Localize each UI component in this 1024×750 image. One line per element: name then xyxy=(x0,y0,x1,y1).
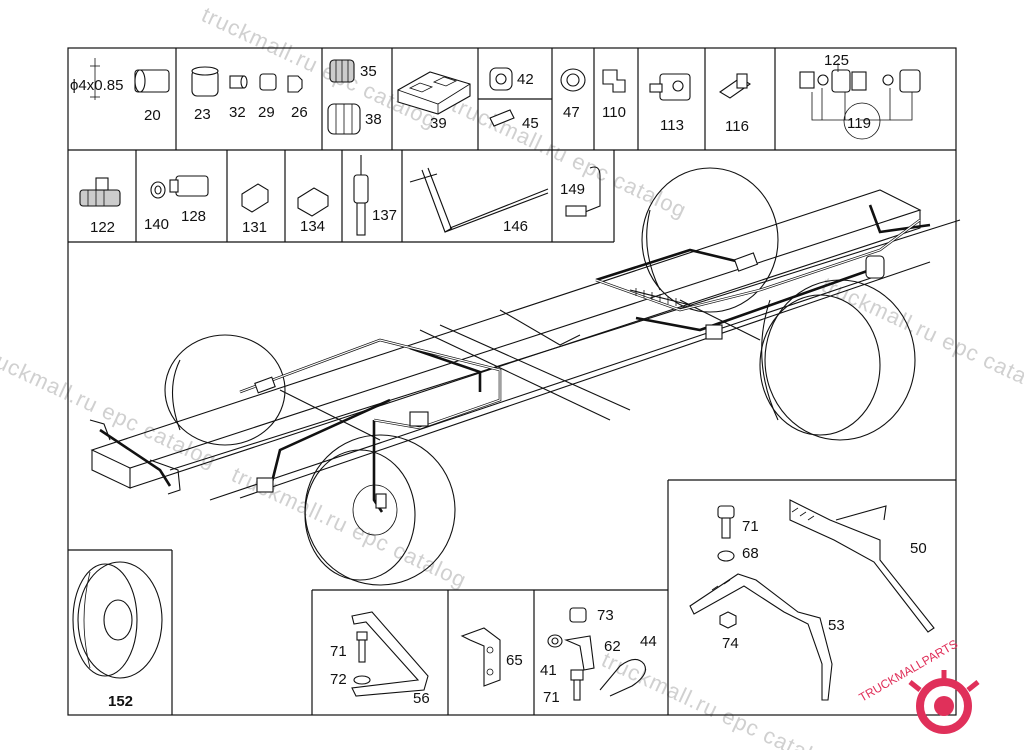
callout-134: 134 xyxy=(300,218,325,235)
callout-146: 146 xyxy=(503,218,528,235)
callout-29: 29 xyxy=(258,104,275,121)
callout-42: 42 xyxy=(517,71,534,88)
part-pipe-20 xyxy=(90,58,170,100)
callout-32: 32 xyxy=(229,104,246,121)
watermark-text: truckmall.ru epc catalog xyxy=(598,647,841,750)
callout-119: 119 xyxy=(847,115,871,132)
callout-74: 74 xyxy=(722,635,739,652)
part-bracket-53 xyxy=(689,573,833,701)
part-fitting-134 xyxy=(297,187,329,217)
watermark-text: truckmall.ru epc catalog xyxy=(818,272,1024,403)
callout-137: 137 xyxy=(372,207,397,224)
callout-73: 73 xyxy=(597,607,614,624)
truckmallparts-logo: TRUCKMALLPARTS xyxy=(857,637,980,734)
part-grommet-47 xyxy=(560,68,586,92)
part-block-113 xyxy=(649,73,691,101)
callout-47: 47 xyxy=(563,104,580,121)
callout-65: 65 xyxy=(506,652,523,669)
part-bracket-146 xyxy=(409,167,549,233)
watermark-text: truckmall.ru epc catalog xyxy=(0,342,221,473)
callout-39: 39 xyxy=(430,115,447,132)
callout-38: 38 xyxy=(365,111,382,128)
part-elbow-110 xyxy=(602,69,626,93)
callout-68: 68 xyxy=(742,545,759,562)
callout-20: 20 xyxy=(144,107,161,124)
callout-122: 122 xyxy=(90,219,115,236)
callout-35: 35 xyxy=(360,63,377,80)
part-valve-122 xyxy=(79,177,121,207)
callout-131: 131 xyxy=(242,219,267,236)
part-clip-39 xyxy=(397,71,471,115)
callout-56: 56 xyxy=(413,690,430,707)
callout-71-middle: 71 xyxy=(543,689,560,706)
callout-45: 45 xyxy=(522,115,539,132)
chassis-drawing xyxy=(89,167,961,586)
pipe-spec-label: ϕ4x0.85 xyxy=(70,77,123,94)
callout-113: 113 xyxy=(660,117,684,134)
callout-125: 125 xyxy=(824,52,849,69)
callout-50: 50 xyxy=(910,540,927,557)
callout-53: 53 xyxy=(828,617,845,634)
callout-149: 149 xyxy=(560,181,585,198)
callout-44: 44 xyxy=(640,633,657,650)
part-clip-set xyxy=(547,607,647,701)
callout-72: 72 xyxy=(330,671,347,688)
part-clamp-149 xyxy=(565,166,601,217)
callout-152: 152 xyxy=(108,693,133,710)
callout-140: 140 xyxy=(144,216,169,233)
callout-41: 41 xyxy=(540,662,557,679)
part-tire-152 xyxy=(72,561,163,679)
callout-71-left: 71 xyxy=(330,643,347,660)
part-fasteners-71-68-74 xyxy=(717,505,737,629)
callout-128: 128 xyxy=(181,208,206,225)
callout-110: 110 xyxy=(602,104,626,121)
part-connector-116 xyxy=(718,73,752,99)
part-bracket-65 xyxy=(460,627,501,687)
diagram-frame xyxy=(67,47,957,716)
callout-116: 116 xyxy=(725,118,749,135)
part-assembly-125-119 xyxy=(799,63,921,140)
part-fittings-23-32-29-26 xyxy=(191,66,303,97)
part-fitting-131 xyxy=(241,183,269,213)
callout-26: 26 xyxy=(291,104,308,121)
part-bracket-50 xyxy=(789,499,935,633)
callout-62: 62 xyxy=(604,638,621,655)
part-grommets-35-38 xyxy=(327,59,361,135)
part-sleeves-42-45 xyxy=(489,67,515,127)
callout-71-right: 71 xyxy=(742,518,759,535)
part-sensor-137 xyxy=(353,155,369,236)
part-nut-140-128 xyxy=(150,175,209,199)
part-bracket-56 xyxy=(351,611,429,697)
callout-23: 23 xyxy=(194,106,211,123)
